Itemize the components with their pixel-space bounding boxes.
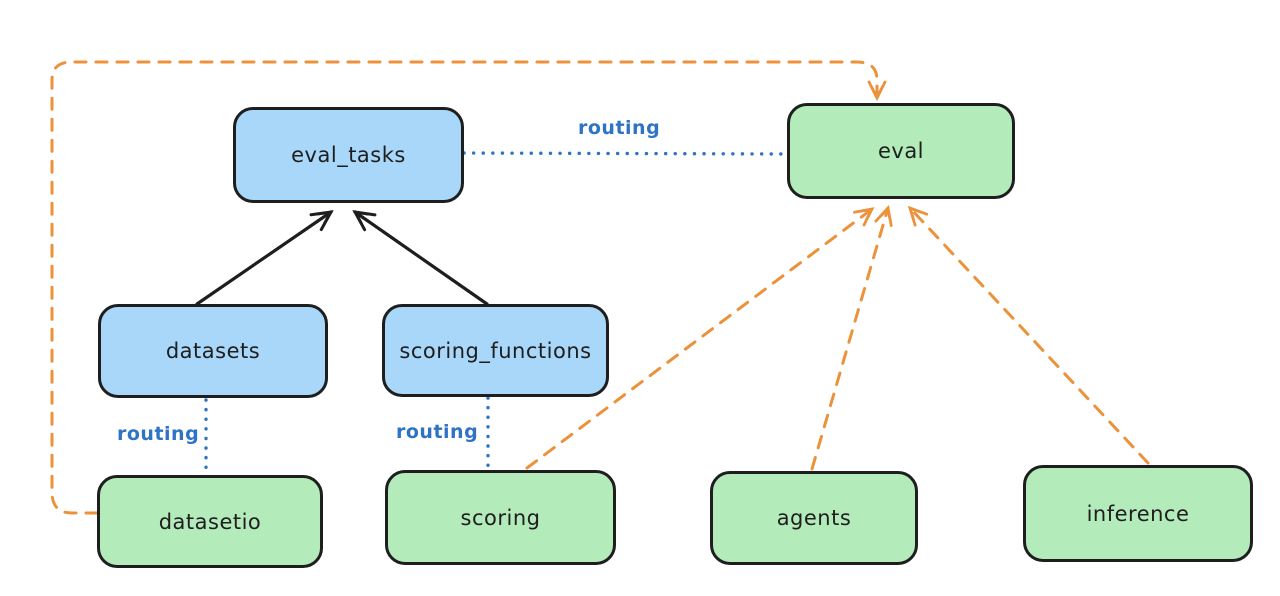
node-label: datasetio [158,509,262,534]
edge-label-routing-datasets: routing [117,423,200,445]
edge-scoring-functions-to-eval-tasks [352,210,489,306]
edge-datasets-to-eval-tasks [195,210,334,306]
node-label: eval_tasks [291,143,406,167]
node-label: datasets [165,339,261,363]
edge-inference-to-eval [907,205,1150,465]
node-eval-tasks: eval_tasks [233,107,464,203]
edge-eval-tasks-to-eval-routing [462,151,788,156]
node-scoring-functions: scoring_functions [382,304,609,397]
node-datasetio: datasetio [97,475,323,568]
edge-datasetio-to-eval [50,60,887,515]
node-label: scoring_functions [399,338,592,363]
edge-agents-to-eval [810,204,893,471]
node-eval: eval [787,103,1015,199]
edge-label-routing-top: routing [578,117,661,139]
node-inference: inference [1023,465,1253,562]
node-label: inference [1086,501,1190,526]
edge-scoring-to-eval [525,207,875,470]
node-label: eval [877,139,925,163]
node-label: scoring [460,505,541,530]
node-label: agents [776,506,852,530]
node-scoring: scoring [385,470,616,565]
node-datasets: datasets [98,304,328,398]
edge-label-routing-scoring: routing [396,421,479,443]
node-agents: agents [710,471,918,565]
